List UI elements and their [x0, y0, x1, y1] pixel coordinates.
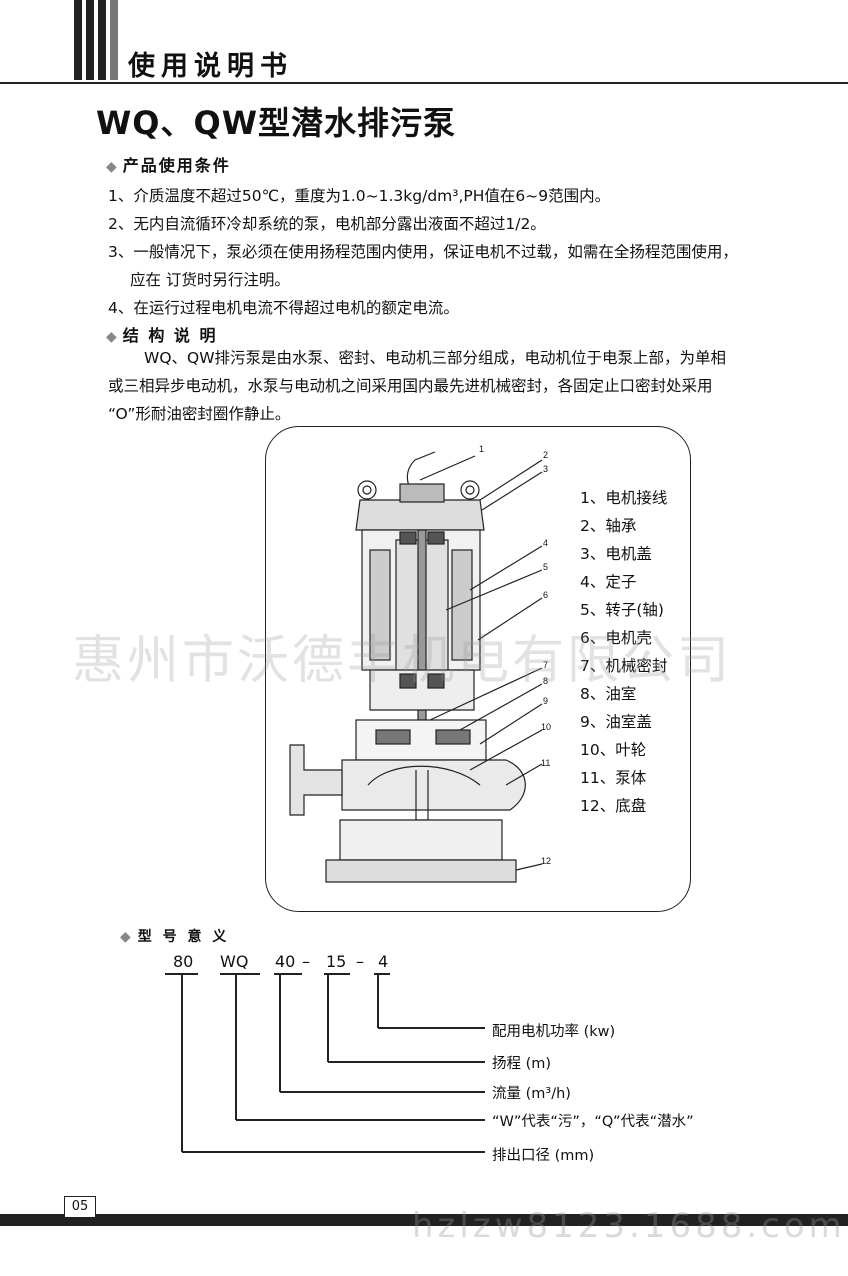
model-bracket-lines: [165, 973, 485, 1153]
callout-1: 1: [479, 444, 485, 454]
model-dash-2: –: [356, 952, 364, 971]
model-part-4: 4: [378, 952, 389, 971]
condition-item-4: 4、在运行过程电机电流不得超过电机的额定电流。: [108, 299, 459, 317]
legend-item-1: 1、电机接线: [580, 489, 668, 507]
model-heading: ◆型 号 意 义: [120, 929, 230, 945]
callout-10: 10: [541, 722, 552, 732]
diagram-frame: [265, 426, 691, 912]
legend-item-2: 2、轴承: [580, 517, 637, 535]
footer-bar: [0, 1214, 848, 1226]
condition-item-3: 3、一般情况下，泵必须在使用扬程范围内使用，保证电机不过载，如需在全扬程范围使用…: [108, 243, 738, 261]
callout-12: 12: [541, 856, 552, 866]
model-dash-1: –: [302, 952, 310, 971]
model-part-wq: WQ: [220, 952, 249, 971]
model-desc-outlet: 排出口径 (mm): [492, 1148, 595, 1164]
model-part-15: 15: [326, 952, 347, 971]
header-bar-2: [86, 0, 94, 80]
legend-item-3: 3、电机盖: [580, 545, 652, 563]
structure-line-1: WQ、QW排污泵是由水泵、密封、电动机三部分组成，电动机位于电泵上部，为单相: [144, 349, 727, 367]
model-desc-type: “W”代表“污”，“Q”代表“潜水”: [492, 1114, 694, 1130]
callout-9: 9: [543, 696, 549, 706]
diamond-icon: ◆: [120, 929, 134, 945]
callout-8: 8: [543, 676, 549, 686]
page-number: 05: [64, 1196, 96, 1218]
condition-item-1: 1、介质温度不超过50℃，重度为1.0~1.3kg/dm³,PH值在6~9范围内…: [108, 187, 611, 205]
site-watermark: hzlzw8123.1688.com: [412, 1206, 846, 1246]
callout-2: 2: [543, 450, 549, 460]
callout-6: 6: [543, 590, 549, 600]
model-part-40: 40: [275, 952, 296, 971]
model-part-80: 80: [173, 952, 194, 971]
condition-item-2: 2、无内自流循环冷却系统的泵，电机部分露出液面不超过1/2。: [108, 215, 546, 233]
manual-label: 使用说明书: [128, 51, 293, 82]
model-desc-head: 扬程 (m): [492, 1056, 552, 1072]
company-watermark: 惠州市沃德丰机电有限公司: [72, 631, 733, 691]
page-title: WQ、QW型潜水排污泵: [96, 104, 457, 142]
structure-line-3: “O”形耐油密封圈作静止。: [108, 405, 291, 423]
legend-item-7: 7、机械密封: [580, 657, 668, 675]
callout-4: 4: [543, 538, 549, 548]
structure-line-2: 或三相异步电动机，水泵与电动机之间采用国内最先进机械密封，各固定止口密封处采用: [108, 377, 713, 395]
callout-7: 7: [543, 660, 549, 670]
header-bar-3: [98, 0, 106, 80]
legend-item-12: 12、底盘: [580, 797, 647, 815]
header-bar-1: [74, 0, 82, 80]
legend-item-9: 9、油室盖: [580, 713, 652, 731]
conditions-heading: ◆产品使用条件: [106, 156, 231, 175]
condition-item-3-cont: 应在 订货时另行注明。: [130, 271, 290, 289]
legend-item-4: 4、定子: [580, 573, 637, 591]
legend-item-8: 8、油室: [580, 685, 637, 703]
header-bar-4: [110, 0, 118, 80]
model-desc-power: 配用电机功率 (kw): [492, 1024, 616, 1040]
callout-11: 11: [541, 758, 551, 768]
diamond-icon: ◆: [106, 159, 119, 175]
header-rule: [0, 82, 848, 84]
callout-5: 5: [543, 562, 549, 572]
model-desc-flow: 流量 (m³/h): [492, 1086, 571, 1102]
legend-item-10: 10、叶轮: [580, 741, 647, 759]
diamond-icon: ◆: [106, 329, 119, 345]
pump-drawing: [289, 451, 543, 883]
callout-3: 3: [543, 464, 549, 474]
legend-item-6: 6、电机壳: [580, 629, 652, 647]
legend-item-5: 5、转子(轴): [580, 601, 664, 619]
structure-heading: ◆结 构 说 明: [106, 326, 218, 345]
legend-item-11: 11、泵体: [580, 769, 647, 787]
